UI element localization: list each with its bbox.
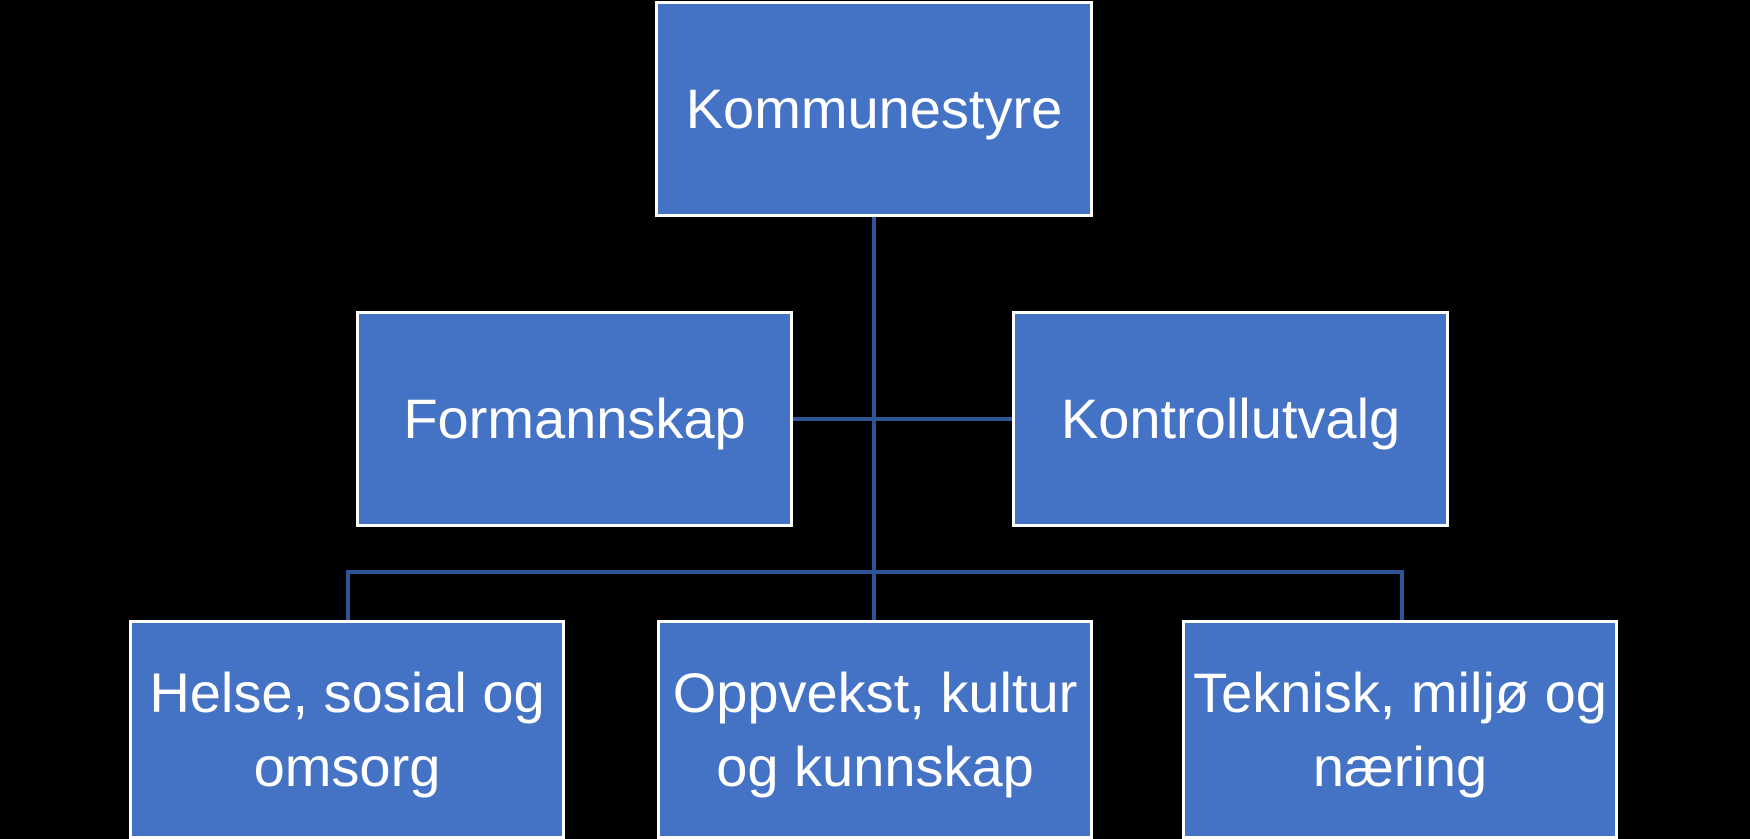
node-label: Formannskap: [403, 387, 746, 451]
connector-middle-row: [793, 417, 1012, 421]
node-label-line-1: Teknisk, miljø og: [1193, 660, 1607, 724]
node-formannskap: Formannskap: [356, 311, 793, 527]
node-kommunestyre: Kommunestyre: [655, 1, 1093, 217]
node-label-line-2: omsorg: [253, 734, 441, 798]
connector-bottom-bar: [346, 570, 1404, 574]
node-label-line-2: og kunnskap: [716, 734, 1034, 798]
node-label: Kommunestyre: [685, 77, 1063, 141]
node-kontrollutvalg: Kontrollutvalg: [1012, 311, 1449, 527]
node-label: Kontrollutvalg: [1060, 387, 1401, 451]
node-label-line-2: næring: [1312, 734, 1488, 798]
node-helse-sosial-og-omsorg: Helse, sosial og omsorg: [129, 620, 565, 839]
node-teknisk-miljo-og-naering: Teknisk, miljø og næring: [1182, 620, 1618, 839]
connector-drop-right: [1400, 570, 1404, 620]
node-label-line-1: Helse, sosial og: [149, 660, 545, 724]
connector-drop-left: [346, 570, 350, 620]
node-oppvekst-kultur-og-kunnskap: Oppvekst, kultur og kunnskap: [657, 620, 1093, 839]
node-label-line-1: Oppvekst, kultur: [672, 660, 1078, 724]
